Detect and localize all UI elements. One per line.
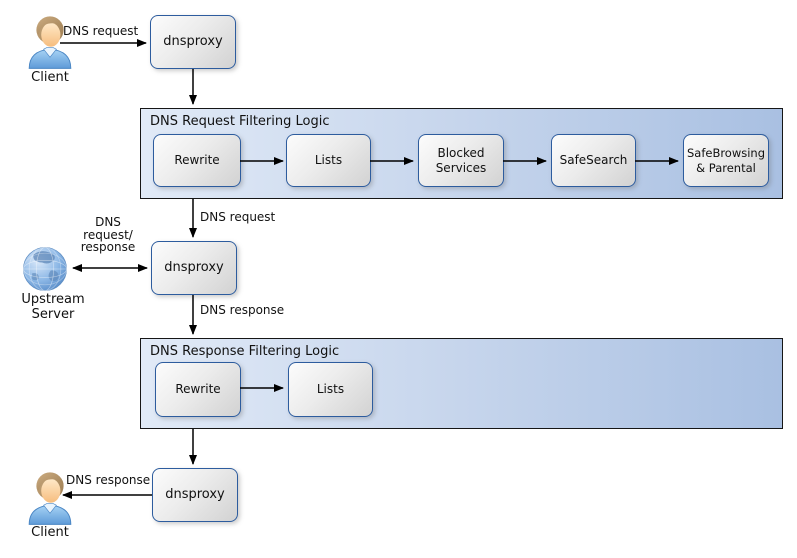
step-blocked-services: Blocked Services: [418, 134, 504, 187]
dnsproxy-node-middle-label: dnsproxy: [164, 259, 224, 275]
request-filtering-container: DNS Request Filtering Logic Rewrite List…: [140, 108, 783, 199]
dnsproxy-node-bottom: dnsproxy: [152, 468, 238, 522]
client-top-label: Client: [31, 70, 69, 85]
edge-label-upstream-exchange: DNS request/ response: [80, 215, 136, 255]
dnsproxy-node-top-label: dnsproxy: [163, 33, 223, 49]
upstream-server-label: Upstream Server: [21, 292, 85, 322]
client-bottom-label: Client: [31, 525, 69, 540]
step-label: SafeSearch: [559, 153, 628, 167]
dnsproxy-node-top: dnsproxy: [150, 15, 236, 69]
client-person-icon: [28, 16, 72, 69]
step-rewrite-response: Rewrite: [155, 362, 241, 417]
step-label: SafeBrowsing & Parental: [686, 146, 766, 175]
step-lists-request: Lists: [286, 134, 371, 187]
edge-label-client-response: DNS response: [66, 473, 151, 487]
step-label: Lists: [316, 382, 345, 396]
dnsproxy-node-bottom-label: dnsproxy: [165, 486, 225, 502]
edge-label-client-request: DNS request: [63, 24, 139, 38]
edge-label-filtered-request: DNS request: [200, 210, 276, 224]
step-safebrowsing-parental: SafeBrowsing & Parental: [683, 134, 769, 187]
step-label: Rewrite: [174, 153, 220, 167]
step-rewrite-request: Rewrite: [153, 134, 241, 187]
dnsproxy-node-middle: dnsproxy: [151, 241, 237, 295]
step-lists-response: Lists: [288, 362, 373, 417]
step-safesearch: SafeSearch: [551, 134, 636, 187]
upstream-server-globe-icon: [23, 247, 67, 291]
step-label: Rewrite: [175, 382, 221, 396]
request-filtering-title: DNS Request Filtering Logic: [150, 114, 330, 129]
step-label: Lists: [314, 153, 343, 167]
response-filtering-container: DNS Response Filtering Logic Rewrite Lis…: [140, 338, 783, 429]
client-person-icon: [28, 472, 72, 525]
step-label: Blocked Services: [435, 145, 487, 175]
response-filtering-title: DNS Response Filtering Logic: [150, 344, 340, 359]
edge-label-proxy-response: DNS response: [200, 303, 285, 317]
